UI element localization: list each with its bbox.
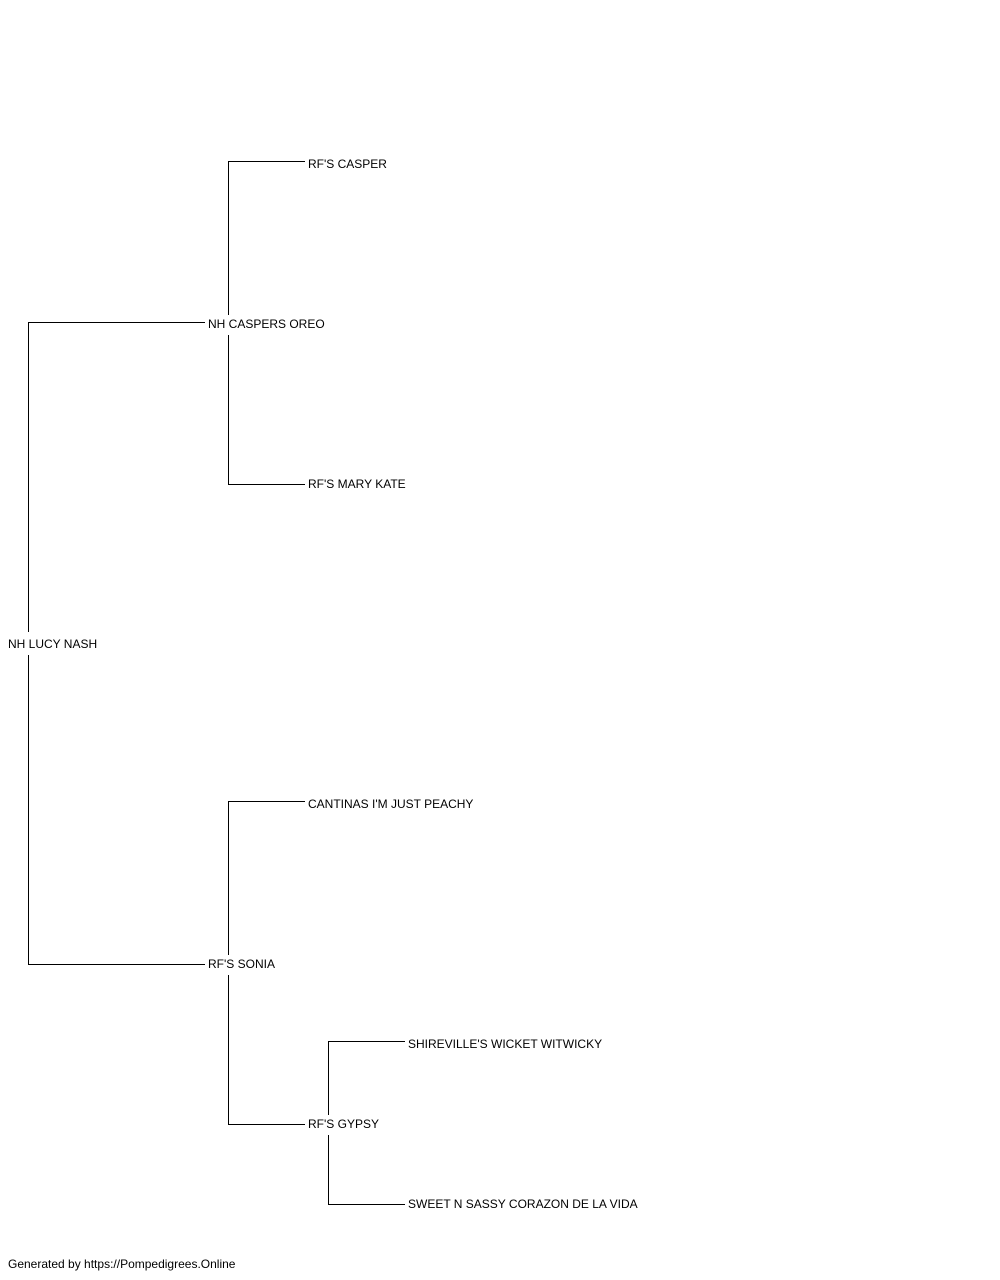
generated-by-footer: Generated by https://Pompedigrees.Online [8,1257,236,1271]
maternal-granddam-name: RF'S GYPSY [307,1117,380,1131]
maternal-granddam-dam-name: SWEET N SASSY CORAZON DE LA VIDA [407,1197,639,1211]
connector-dam-to-maternal-grandsire [228,801,305,955]
subject-name: NH LUCY NASH [7,637,99,651]
connector-subject-to-sire [28,322,205,632]
connector-dam-to-maternal-granddam [228,975,305,1125]
paternal-granddam-name: RF'S MARY KATE [307,477,407,491]
connector-subject-to-dam [28,655,205,965]
maternal-granddam-sire-name: SHIREVILLE'S WICKET WITWICKY [407,1037,604,1051]
sire-name: NH CASPERS OREO [207,317,326,331]
connector-gypsy-to-sire [328,1041,405,1115]
connector-sire-to-paternal-granddam [228,335,305,485]
connector-sire-to-paternal-grandsire [228,161,305,315]
maternal-grandsire-name: CANTINAS I'M JUST PEACHY [307,797,475,811]
dam-name: RF'S SONIA [207,957,276,971]
paternal-grandsire-name: RF'S CASPER [307,157,388,171]
connector-gypsy-to-dam [328,1135,405,1205]
